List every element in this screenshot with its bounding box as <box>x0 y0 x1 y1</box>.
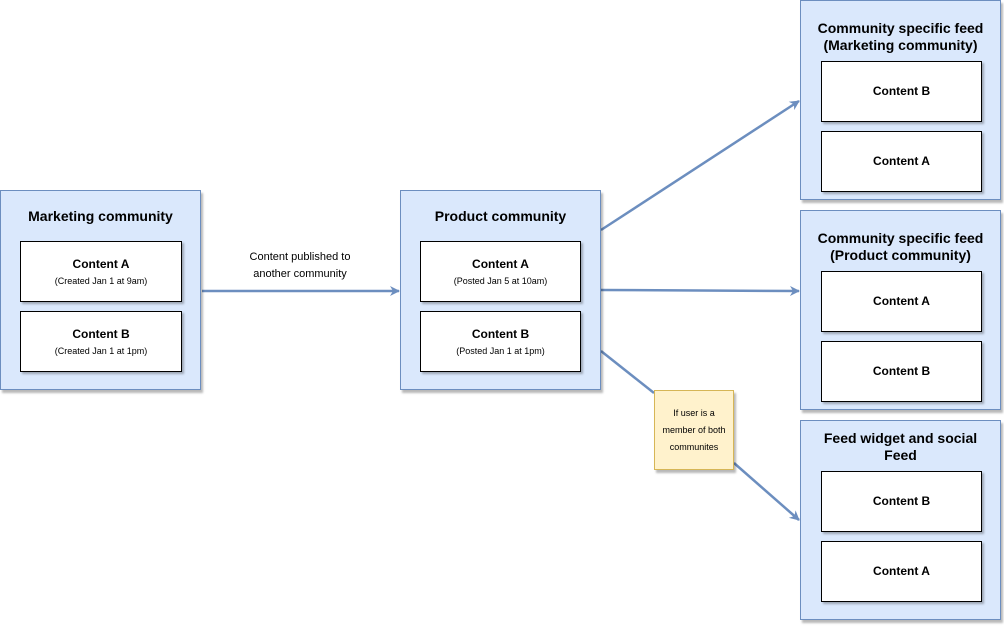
card-title: Content B <box>872 364 931 378</box>
content-b-card[interactable]: Content B <box>821 61 982 122</box>
card-title: Content A <box>72 256 130 271</box>
card-subtitle: (Created Jan 1 at 1pm) <box>54 345 148 356</box>
content-a-card[interactable]: Content A (Created Jan 1 at 9am) <box>20 241 182 302</box>
edge-label: Content published to another community <box>249 251 351 280</box>
card-title: Content B <box>872 84 931 98</box>
card-title: Content B <box>872 494 931 508</box>
content-a-card[interactable]: Content A <box>821 271 982 332</box>
arrow-product-to-note <box>600 350 655 394</box>
content-b-card[interactable]: Content B (Posted Jan 1 at 1pm) <box>420 311 581 372</box>
arrow-product-to-marketing-feed <box>600 99 800 232</box>
group-title: Marketing community <box>28 208 173 224</box>
content-a-card[interactable]: Content A <box>821 541 982 602</box>
group-title: Community specific feed (Marketing commu… <box>817 20 984 53</box>
card-title: Content A <box>873 154 930 168</box>
content-b-card[interactable]: Content B (Created Jan 1 at 1pm) <box>20 311 182 372</box>
card-title: Content B <box>471 326 530 341</box>
group-title: Product community <box>434 208 567 224</box>
card-title: Content A <box>873 294 930 308</box>
product-community-group[interactable]: Product community Content A (Posted Jan … <box>400 190 601 390</box>
arrow-note-to-feed-widget <box>733 462 800 521</box>
marketing-community-group[interactable]: Marketing community Content A (Created J… <box>0 190 201 390</box>
card-title: Content A <box>873 564 930 578</box>
card-subtitle: (Posted Jan 5 at 10am) <box>453 275 548 286</box>
card-subtitle: (Created Jan 1 at 9am) <box>54 275 148 286</box>
group-title: Feed widget and social Feed <box>823 430 978 463</box>
feed-widget-group[interactable]: Feed widget and social Feed Content B Co… <box>800 420 1001 620</box>
content-b-card[interactable]: Content B <box>821 471 982 532</box>
arrow-product-to-product-feed <box>600 285 800 296</box>
product-feed-group[interactable]: Community specific feed (Product communi… <box>800 210 1001 410</box>
group-title: Community specific feed (Product communi… <box>817 230 984 263</box>
marketing-feed-group[interactable]: Community specific feed (Marketing commu… <box>800 0 1001 200</box>
card-title: Content A <box>472 256 529 271</box>
membership-note: If user is a member of both communites <box>654 390 734 470</box>
card-subtitle: (Posted Jan 1 at 1pm) <box>456 345 545 356</box>
content-a-card[interactable]: Content A <box>821 131 982 192</box>
card-title: Content B <box>72 326 130 341</box>
content-b-card[interactable]: Content B <box>821 341 982 402</box>
content-a-card[interactable]: Content A (Posted Jan 5 at 10am) <box>420 241 581 302</box>
